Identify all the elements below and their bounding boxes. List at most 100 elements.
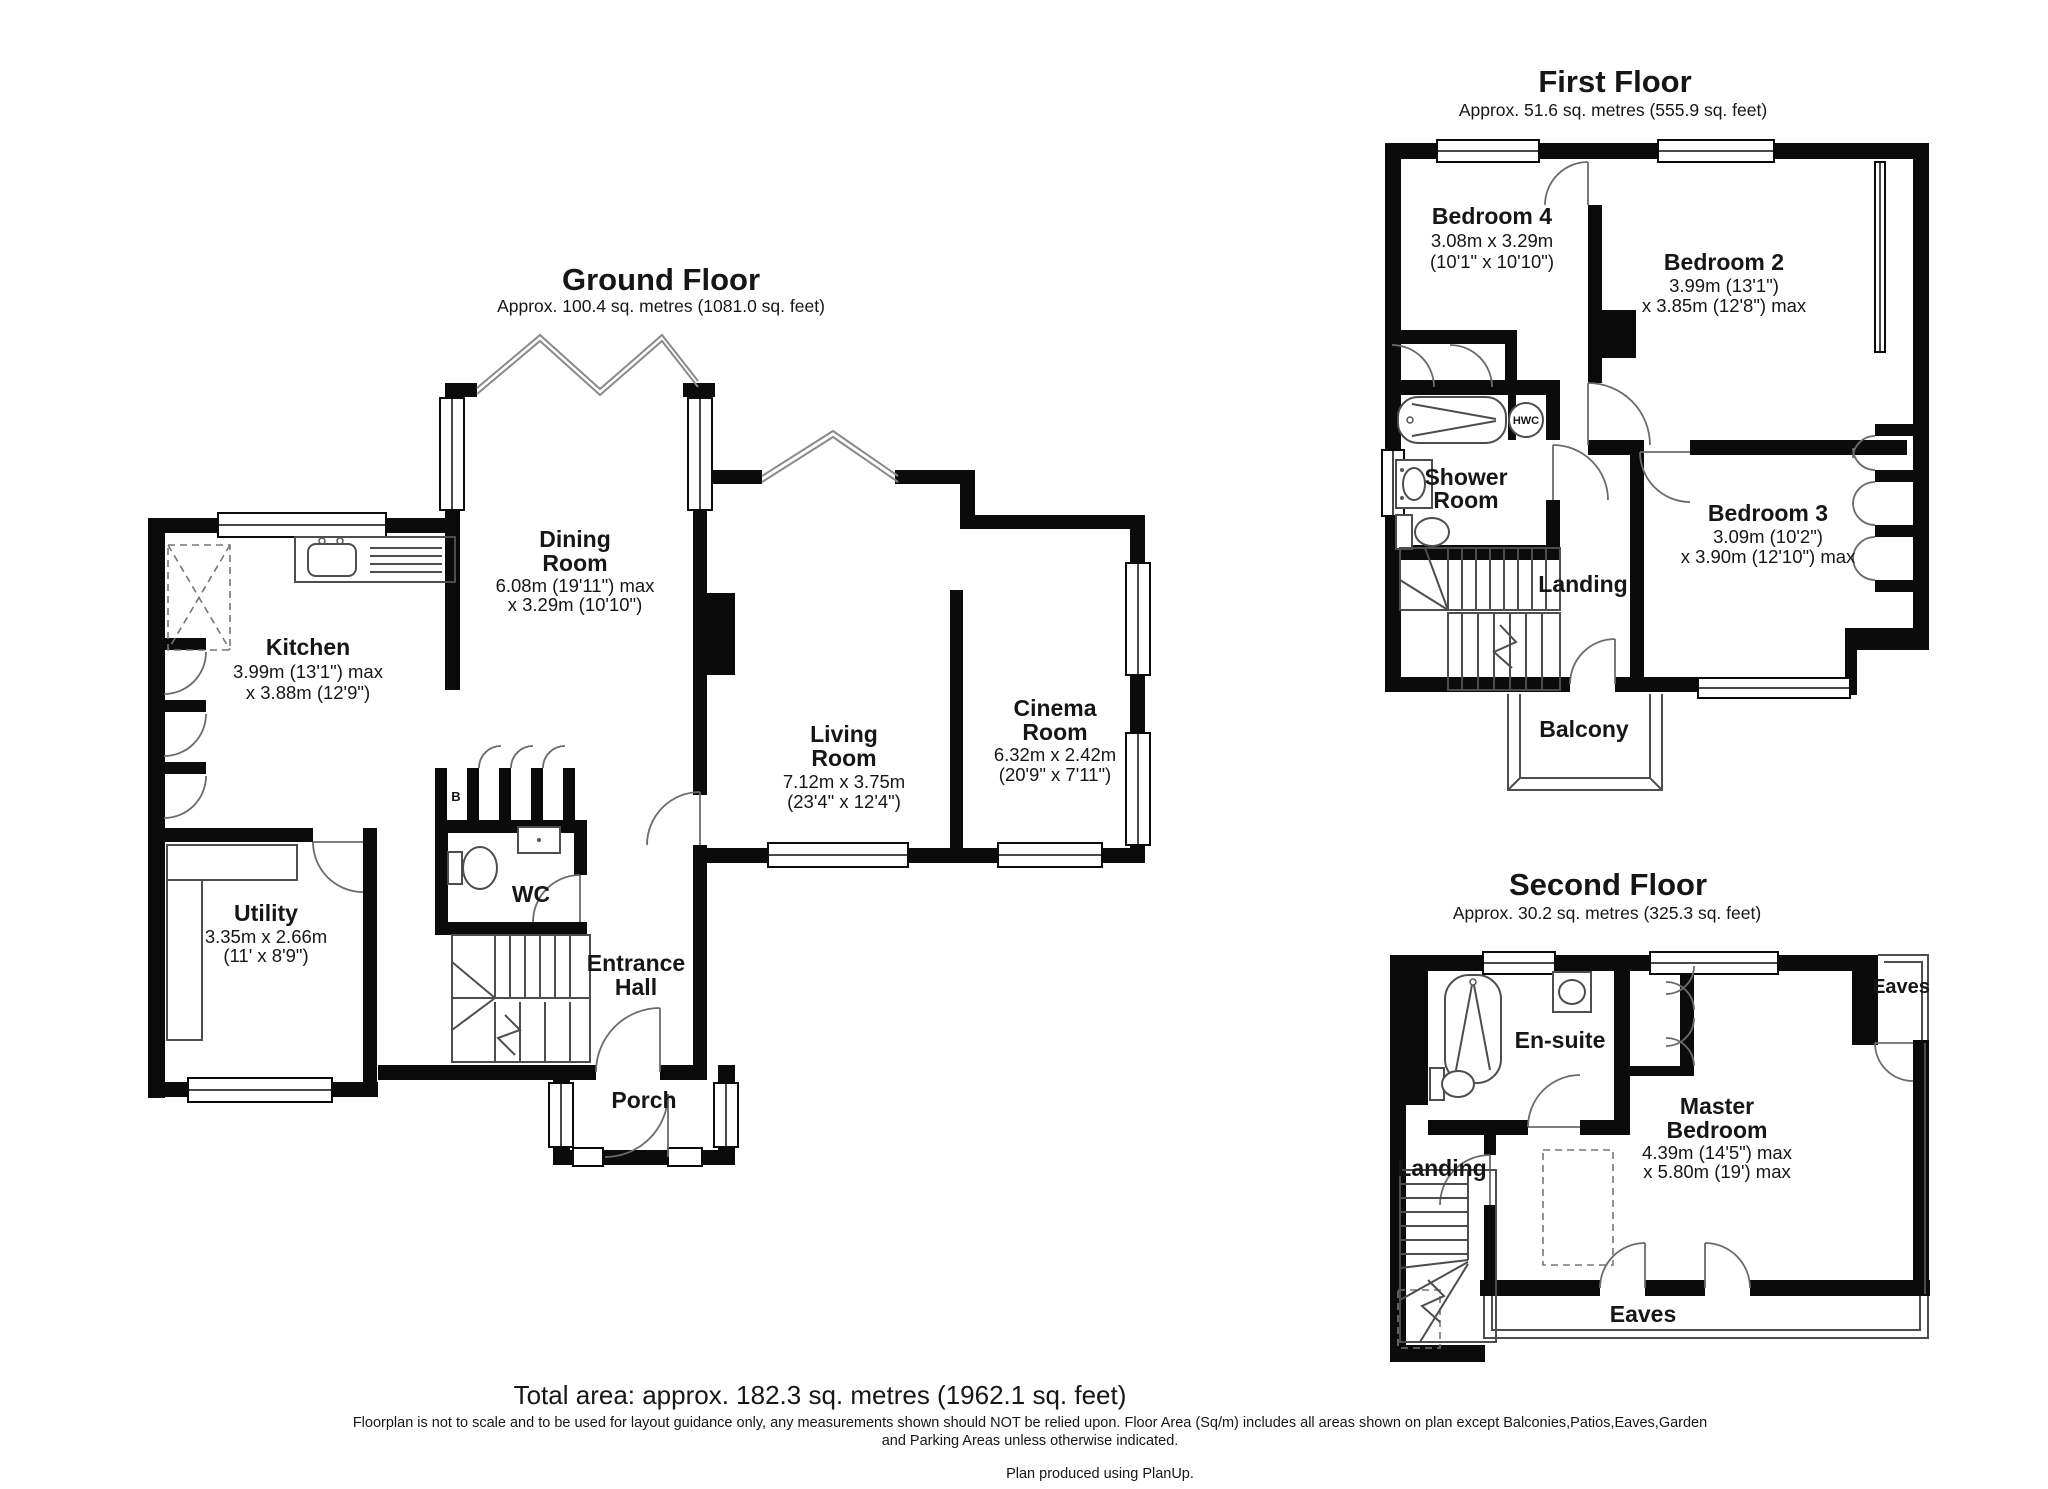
cinema-dim1: 6.32m x 2.42m [994,744,1116,765]
ensuite-door [1527,1074,1581,1128]
second-windows [1482,951,1779,975]
ground-windows [187,397,1151,1167]
kitchen-unit-dashed [167,544,231,651]
living-dim1: 7.12m x 3.75m [783,771,905,792]
landing-dashed-area [1397,1289,1441,1349]
ground-open-plan-markers [476,333,899,483]
utility-label: Utility [234,900,298,926]
wc-toilet-icon [462,846,498,890]
second-walls [1390,955,1930,1362]
ground-floor-plan: Ground Floor Approx. 100.4 sq. metres (1… [148,262,1151,1167]
wardrobe-door-1b [1852,447,1876,471]
ground-floor-subtitle: Approx. 100.4 sq. metres (1081.0 sq. fee… [497,296,825,316]
bedroom2-dim2: x 3.85m (12'8") max [1642,295,1807,316]
porch-sidelight-left [572,1147,604,1167]
kitchen-cupboard-door-2 [163,713,207,757]
balcony-label: Balcony [1539,716,1629,742]
bedroom4-label: Bedroom 4 [1432,203,1552,229]
master-label-2: Bedroom [1667,1117,1768,1143]
kitchen-label: Kitchen [266,634,350,660]
shower-room-door [1552,444,1609,501]
master-label-1: Master [1680,1093,1754,1119]
shower-room-label-1: Shower [1424,464,1507,490]
footer: Total area: approx. 182.3 sq. metres (19… [353,1380,1707,1482]
bath-icon [1397,396,1507,444]
ground-floor-title: Ground Floor [562,262,760,297]
disclaimer-line-1: Floorplan is not to scale and to be used… [353,1415,1707,1431]
bedroom4-door [1544,161,1589,206]
living-dim2: (23'4" x 12'4") [787,791,901,812]
utility-door [312,841,364,893]
hwc-label: HWC [1513,415,1539,427]
master-wardrobe-door-2a [1665,1017,1695,1047]
first-labels: Bedroom 4 3.08m x 3.29m (10'1" x 10'10")… [1424,203,1856,742]
wc-toilet-cistern-icon [447,851,463,885]
kitchen-dim1: 3.99m (13'1") max [233,661,384,682]
entrance-hall-label-2: Hall [615,974,657,1000]
ground-walls [148,383,1145,1165]
eaves-bottom-door-1 [1599,1242,1646,1289]
first-doors [1391,161,1876,685]
second-floor-subtitle: Approx. 30.2 sq. metres (325.3 sq. feet) [1453,903,1761,923]
master-dim1: 4.39m (14'5") max [1642,1142,1793,1163]
closet-door-1 [1391,344,1435,388]
eaves-top-door [1874,1042,1914,1082]
dining-open-zigzag [476,333,699,391]
cinema-dim2: (20'9" x 7'11") [999,764,1111,785]
first-floor-plan: First Floor Approx. 51.6 sq. metres (555… [1381,64,1929,791]
utility-dim2: (11' x 8'9") [223,945,308,966]
first-landing-label: Landing [1538,571,1627,597]
hall-cupboard-door-1 [478,745,502,769]
utility-counter [166,844,298,881]
eaves-outlines [1483,954,1929,1339]
eaves-bottom-door-2 [1704,1242,1751,1289]
second-landing-label: Landing [1397,1155,1486,1181]
ensuite-label: En-suite [1515,1027,1606,1053]
shower-toilet-icon [1414,517,1450,547]
kitchen-dim2: x 3.88m (12'9") [246,682,370,703]
dining-open-zigzag-2 [476,339,699,397]
kitchen-sink-icon [307,543,357,577]
living-open-zigzag [761,429,899,477]
dining-dim2: x 3.29m (10'10") [508,594,643,615]
bedroom2-label: Bedroom 2 [1664,249,1784,275]
living-open-zigzag-2 [761,435,899,483]
front-door [604,1093,669,1158]
second-floor-title: Second Floor [1509,867,1707,902]
second-stairs-icon [1399,1169,1497,1343]
first-stairs-icon [1399,547,1561,691]
living-label-2: Room [811,745,876,771]
master-wardrobe-door-1a [1665,965,1695,995]
entrance-hall-label-1: Entrance [587,950,685,976]
wc-label: WC [512,881,550,907]
ground-fixtures [166,536,591,1063]
cinema-label-1: Cinema [1013,695,1096,721]
balcony-door [1569,638,1616,685]
bedroom4-dim2: (10'1" x 10'10") [1430,251,1554,272]
wardrobe-door-3a [1852,536,1876,560]
disclaimer-line-2: and Parking Areas unless otherwise indic… [882,1433,1179,1449]
bedroom2-dim1: 3.99m (13'1") [1669,275,1779,296]
shower-toilet-cistern-icon [1395,514,1413,550]
utility-counter-2 [166,879,203,1041]
kitchen-cupboard-door-1 [163,651,207,695]
ground-labels: Kitchen 3.99m (13'1") max x 3.88m (12'9"… [205,526,1116,1113]
first-fixtures [1395,396,1663,791]
master-dashed-area [1542,1149,1614,1266]
utility-dim1: 3.35m x 2.66m [205,926,327,947]
sink-unit [294,536,456,583]
living-room-door [646,791,701,846]
second-floor-plan: Second Floor Approx. 30.2 sq. metres (32… [1390,867,1930,1362]
wardrobe-door-3b [1852,557,1876,581]
closet-door-2 [1449,344,1493,388]
kitchen-cupboard-door-3 [163,775,207,819]
produced-with-text: Plan produced using PlanUp. [1006,1466,1194,1482]
balcony-outline [1507,694,1663,791]
ensuite-bath-icon [1444,974,1502,1084]
second-doors [1439,965,1914,1289]
cinema-label-2: Room [1022,719,1087,745]
shower-room-label-2: Room [1433,487,1498,513]
ground-stairs-icon [451,934,591,1063]
ground-doors [163,651,701,1158]
bedroom3-label: Bedroom 3 [1708,500,1828,526]
